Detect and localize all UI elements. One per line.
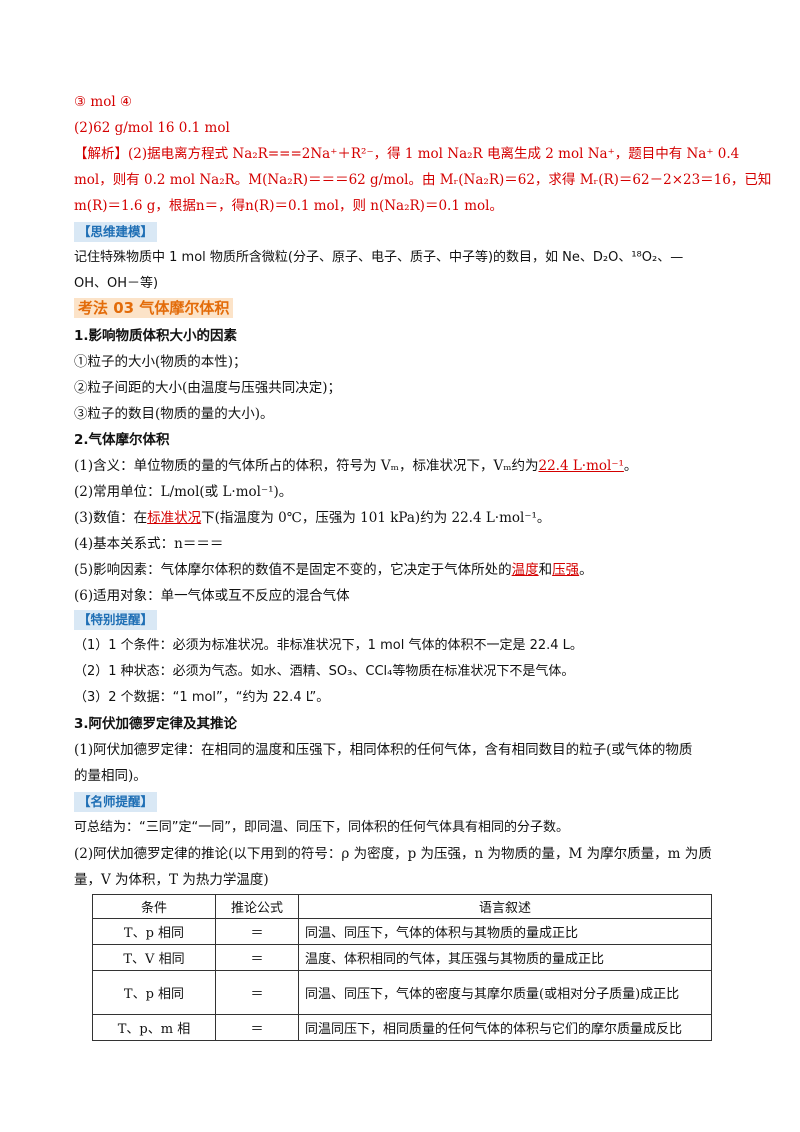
table-row: T、p 相同 ＝ 同温、同压下，气体的体积与其物质的量成正比 <box>92 918 712 945</box>
tip-2: （2）1 种状态：必须为气态。如水、酒精、SO₃、CCl₄等物质在标准状况下不是… <box>74 664 575 679</box>
heading-1: 1.影响物质体积大小的因素 <box>74 328 238 344</box>
avogadro-law-2: 的量相同)。 <box>74 768 147 784</box>
corollary-1: (2)阿伏加德罗定律的推论(以下用到的符号：ρ 为密度，p 为压强，n 为物质的… <box>74 846 712 862</box>
point-5: (5)影响因素：气体摩尔体积的数值不是固定不变的，它决定于气体所处的温度和压强。 <box>74 562 593 578</box>
siwei-text-1: 记住特殊物质中 1 mol 物质所含微粒(分子、原子、电子、质子、中子等)的数目… <box>74 250 684 265</box>
table-header-cell: 条件 <box>92 894 216 919</box>
table-row: T、p 相同 ＝ 同温、同压下，气体的密度与其摩尔质量(或相对分子质量)成正比 <box>92 970 712 1015</box>
analysis-line-2: mol，则有 0.2 mol Na₂R。M(Na₂R)＝＝＝62 g/mol。由… <box>74 172 772 188</box>
table-header-row: 条件 推论公式 语言叙述 <box>92 894 712 919</box>
corollary-table: 条件 推论公式 语言叙述 T、p 相同 ＝ 同温、同压下，气体的体积与其物质的量… <box>92 894 712 1041</box>
point-6: (6)适用对象：单一气体或互不反应的混合气体 <box>74 588 350 604</box>
factor-1: ①粒子的大小(物质的本性)； <box>74 354 247 370</box>
tip-1: （1）1 个条件：必须为标准状况。非标准状况下，1 mol 气体的体积不一定是 … <box>74 638 583 653</box>
table-header-cell: 语言叙述 <box>298 894 712 919</box>
point-2: (2)常用单位：L/mol(或 L·mol⁻¹)。 <box>74 484 293 500</box>
table-cell: ＝ <box>215 918 299 945</box>
table-cell: T、p、m 相 <box>92 1014 216 1041</box>
analysis-line-1: 【解析】(2)据电离方程式 Na₂R===2Na⁺＋R²⁻，得 1 mol Na… <box>74 146 740 162</box>
table-cell: T、p 相同 <box>92 970 216 1015</box>
factor-3: ③粒子的数目(物质的量的大小)。 <box>74 406 274 422</box>
table-row: T、p、m 相 ＝ 同温同压下，相同质量的任何气体的体积与它们的摩尔质量成反比 <box>92 1014 712 1041</box>
point-4: (4)基本关系式：n＝＝＝ <box>74 536 224 552</box>
section-title: 考法 03 气体摩尔体积 <box>74 298 234 318</box>
tebie-tag: 【特别提醒】 <box>74 610 158 630</box>
answer-blank-stp: 标准状况 <box>147 510 202 526</box>
table-cell: 同温同压下，相同质量的任何气体的体积与它们的摩尔质量成反比 <box>298 1014 712 1041</box>
factor-2: ②粒子间距的大小(由温度与压强共同决定)； <box>74 380 342 396</box>
analysis-line-3: m(R)＝1.6 g，根据n＝，得n(R)＝0.1 mol，则 n(Na₂R)＝… <box>74 198 503 214</box>
table-cell: T、V 相同 <box>92 944 216 971</box>
table-row: T、V 相同 ＝ 温度、体积相同的气体，其压强与其物质的量成正比 <box>92 944 712 971</box>
corollary-2: 量，V 为体积，T 为热力学温度) <box>74 872 269 888</box>
table-cell: ＝ <box>215 970 299 1015</box>
table-cell: T、p 相同 <box>92 918 216 945</box>
heading-2: 2.气体摩尔体积 <box>74 432 170 448</box>
answer-line-1: ③ mol ④ <box>74 94 133 110</box>
table-cell: 同温、同压下，气体的密度与其摩尔质量(或相对分子质量)成正比 <box>298 970 712 1015</box>
heading-3: 3.阿伏加德罗定律及其推论 <box>74 716 238 732</box>
point-3: (3)数值：在标准状况下(指温度为 0℃，压强为 101 kPa)约为 22.4… <box>74 510 551 526</box>
point-1: (1)含义：单位物质的量的气体所占的体积，符号为 Vₘ，标准状况下，Vₘ约为22… <box>74 458 638 474</box>
mingshi-tag: 【名师提醒】 <box>74 792 158 812</box>
answer-blank-temp: 温度 <box>511 562 539 578</box>
answer-blank-vm: 22.4 L·mol⁻¹ <box>538 458 624 474</box>
siwei-tag: 【思维建模】 <box>74 222 158 242</box>
table-cell: 温度、体积相同的气体，其压强与其物质的量成正比 <box>298 944 712 971</box>
table-cell: ＝ <box>215 1014 299 1041</box>
answer-blank-pressure: 压强 <box>552 562 580 578</box>
table-cell: ＝ <box>215 944 299 971</box>
tip-3: （3）2 个数据：“1 mol”，“约为 22.4 L”。 <box>74 690 330 705</box>
table-header-cell: 推论公式 <box>215 894 299 919</box>
answer-line-2: (2)62 g/mol 16 0.1 mol <box>74 120 230 136</box>
siwei-text-2: OH、OH－等) <box>74 276 159 291</box>
avogadro-law-1: (1)阿伏加德罗定律：在相同的温度和压强下，相同体积的任何气体，含有相同数目的粒… <box>74 742 693 758</box>
table-cell: 同温、同压下，气体的体积与其物质的量成正比 <box>298 918 712 945</box>
mingshi-text: 可总结为：“三同”定“一同”，即同温、同压下，同体积的任何气体具有相同的分子数。 <box>74 820 569 835</box>
